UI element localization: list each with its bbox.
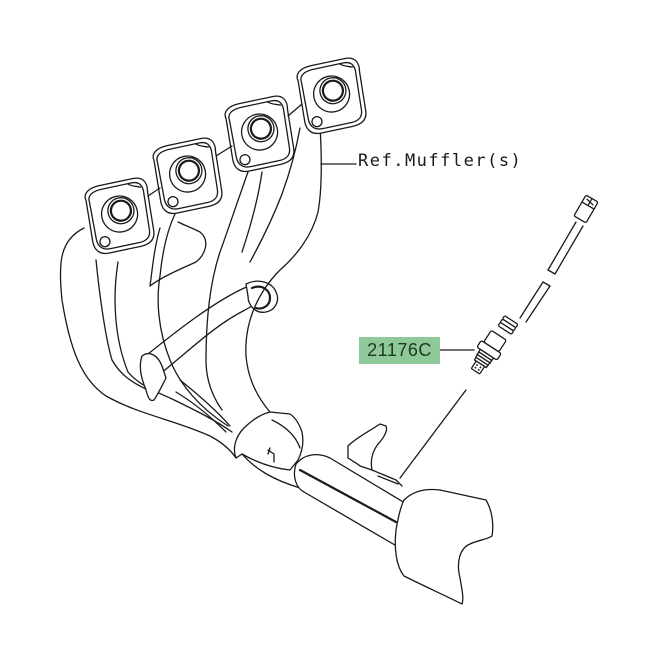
header-pipes (59, 125, 322, 459)
exhaust-flange-1 (84, 177, 155, 255)
install-guide-line (399, 389, 467, 479)
exhaust-flange-2 (152, 137, 223, 215)
exhaust-flange-3 (224, 95, 295, 173)
reference-label: Ref.Muffler(s) (358, 151, 523, 171)
exhaust-flange-4 (296, 57, 367, 135)
collector (233, 411, 494, 605)
sensor-connector (573, 195, 599, 223)
part-number-label[interactable]: 21176C (359, 337, 440, 364)
oxygen-sensor (399, 195, 599, 479)
